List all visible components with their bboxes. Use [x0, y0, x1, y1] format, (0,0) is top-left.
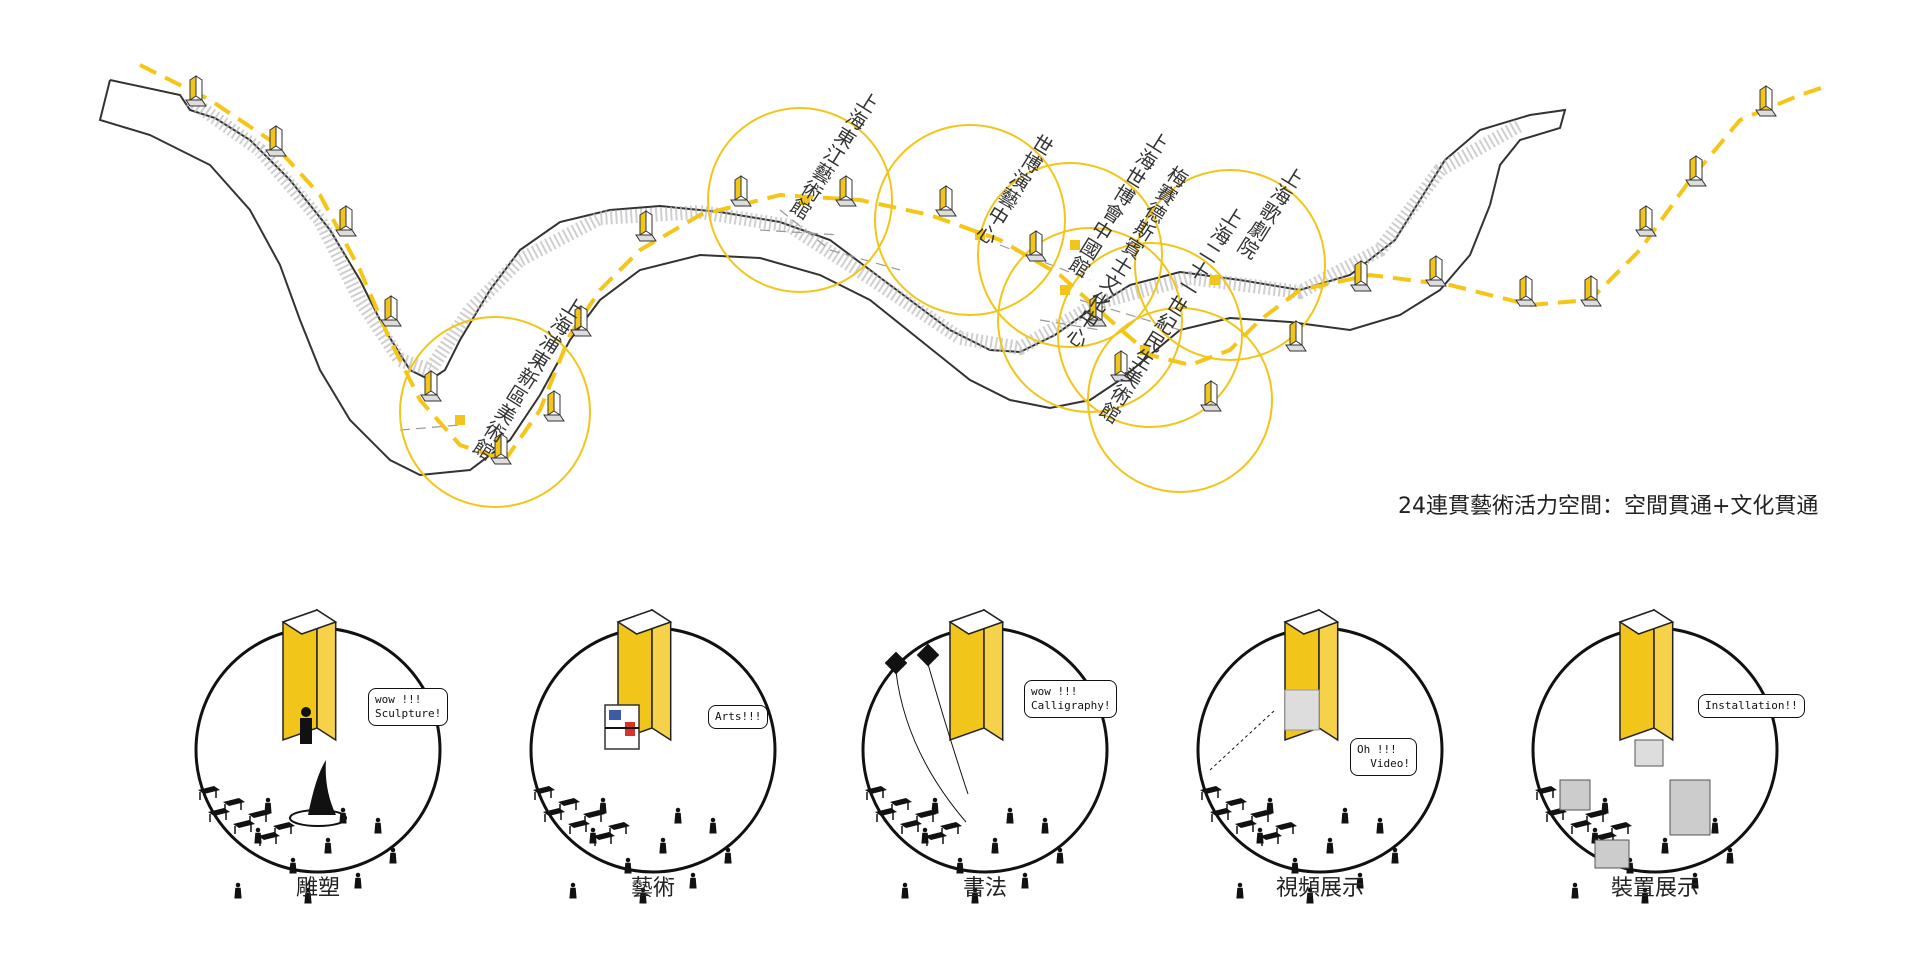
- diagram-stage: 上海浦東新區美術館 上海東江藝術館 世博演藝中心 上海世博會中國館 梅賽德斯賓士…: [98, 63, 1831, 904]
- panel-4: [1196, 608, 1444, 904]
- bubble-calligraphy: wow !!! Calligraphy!: [1024, 680, 1118, 718]
- bubble-video: Oh !!! Video!: [1350, 738, 1417, 776]
- building-glyph: [1685, 155, 1707, 187]
- building-glyph: [570, 305, 592, 337]
- building-glyph: [543, 390, 565, 422]
- map-caption: 24連貫藝術活力空間：空間貫通+文化貫通: [1398, 494, 1819, 519]
- building-glyph: [490, 433, 512, 465]
- building-glyph: [1200, 380, 1222, 412]
- building-glyph: [1350, 260, 1372, 292]
- south-riverbank: [98, 79, 1491, 477]
- building-glyph: [635, 210, 657, 242]
- venue-markers: [455, 195, 1220, 425]
- connector-lines: [399, 209, 1181, 431]
- waterfront-band: [185, 94, 1524, 379]
- panel-3: [861, 608, 1109, 904]
- building-glyph: [380, 295, 402, 327]
- river-map: [98, 63, 1831, 508]
- building-glyph: [1025, 230, 1047, 262]
- building-glyph: [1085, 295, 1107, 327]
- art-route: [139, 63, 1831, 463]
- building-glyph: [1425, 255, 1447, 287]
- building-glyph: [1635, 205, 1657, 237]
- building-glyph: [1285, 320, 1307, 352]
- venue-radius-3: [874, 124, 1066, 316]
- building-glyph: [730, 175, 752, 207]
- venue-radius-8: [1087, 307, 1273, 493]
- bubble-arts: Arts!!!: [708, 705, 769, 729]
- building-glyph: [835, 175, 857, 207]
- building-glyph: [1110, 350, 1132, 382]
- building-glyph: [335, 205, 357, 237]
- panel-title-sculpture: 雕塑: [295, 876, 340, 901]
- building-glyph: [265, 125, 287, 157]
- panel-title-arts: 藝術: [630, 876, 675, 901]
- panel-title-video: 視頻展示: [1275, 876, 1364, 901]
- venue-radius-6: [1057, 242, 1243, 428]
- venue-radius-1: [399, 316, 591, 508]
- panel-illustrations: [194, 608, 1779, 904]
- panel-1: [194, 608, 442, 904]
- building-glyph: [1580, 275, 1602, 307]
- building-glyph: [185, 75, 207, 107]
- venue-radius-5: [997, 227, 1183, 413]
- venue-radius-2: [707, 107, 893, 293]
- building-glyphs: [185, 75, 1777, 465]
- panel-title-installation: 裝置展示: [1610, 876, 1699, 901]
- building-glyph: [420, 370, 442, 402]
- panel-title-calligraphy: 書法: [962, 876, 1007, 901]
- building-glyph: [1755, 85, 1777, 117]
- venue-radius-7: [1134, 169, 1326, 361]
- venue-radius-4: [977, 162, 1163, 348]
- panel-5: [1531, 608, 1779, 904]
- panel-2: [529, 608, 777, 904]
- bubble-installation: Installation!!: [1698, 694, 1805, 718]
- building-glyph: [935, 185, 957, 217]
- bubble-sculpture: wow !!! Sculpture!: [368, 688, 449, 726]
- building-glyph: [1515, 275, 1537, 307]
